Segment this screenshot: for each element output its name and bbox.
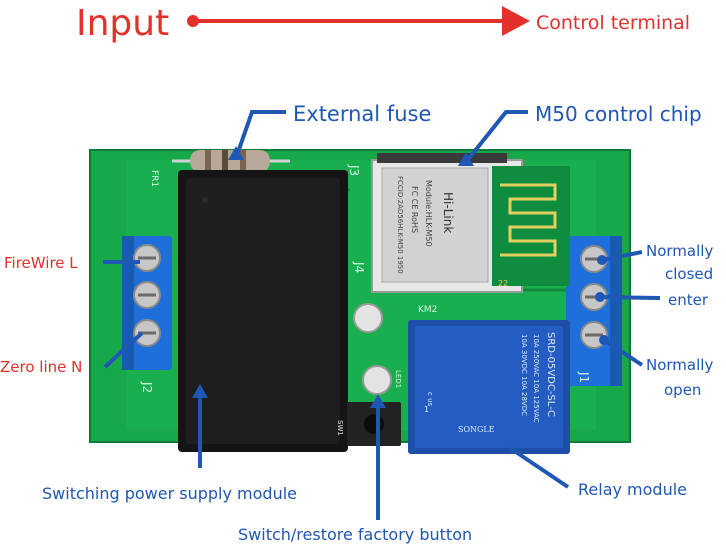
header-pins [377, 153, 507, 163]
j4-label: J4 [352, 261, 366, 273]
chip-pin-label: 22 [498, 279, 508, 288]
firewire-l-label: FireWire L [4, 254, 78, 272]
chip-brand: Hi-Link [441, 192, 455, 233]
relay-pin-a: 1 [424, 405, 429, 414]
zero-line-n-label: Zero line N [0, 358, 82, 376]
normally-open-label-1: Normally [646, 356, 713, 374]
callout-heads [192, 146, 609, 408]
input-terminal-block [122, 236, 172, 370]
chip-text-1: FCCID:2AD56HLK-M50 1950 [396, 176, 404, 274]
relay-cert: c us [426, 392, 434, 407]
normally-closed-label-2: closed [665, 265, 713, 283]
relay-module-label: Relay module [578, 480, 687, 499]
callout-lines [103, 110, 661, 520]
normally-open-label-2: open [664, 381, 701, 399]
input-title: Input [76, 3, 170, 44]
external-fuse-label: External fuse [293, 102, 431, 126]
j3-label: J3 [347, 164, 361, 176]
factory-button [347, 402, 401, 446]
sw1-label: SW1 [336, 420, 344, 436]
factory-button-label: Switch/restore factory button [238, 525, 472, 544]
output-terminal-block [566, 236, 622, 386]
led-indicators [353, 303, 392, 395]
relay-module [408, 320, 570, 454]
m50-chip [371, 159, 570, 293]
fuse-component [172, 150, 290, 172]
led1-label: LED1 [394, 370, 402, 388]
power-supply-module [178, 170, 348, 452]
fr1-label: FR1 [149, 170, 159, 187]
km2-label: KM2 [418, 305, 437, 315]
enter-label: enter [668, 291, 709, 309]
normally-closed-label-1: Normally [646, 242, 713, 260]
relay-brand: SONGLE [458, 425, 495, 434]
relay-rating-1: 10A 250VAC 10A 125VAC [532, 334, 540, 423]
switching-psu-label: Switching power supply module [42, 484, 297, 503]
relay-rating-2: 10A 30VDC 10A 28VDC [520, 334, 528, 416]
j2-label: J2 [140, 381, 154, 393]
j1-label: J1 [577, 371, 591, 383]
control-terminal-title: Control terminal [536, 12, 691, 34]
signal-flow-arrow [187, 6, 530, 36]
m50-chip-label: M50 control chip [535, 102, 702, 126]
chip-text-2: FC CE RoHS [410, 186, 419, 233]
relay-model: SRD-05VDC-SL-C [545, 332, 556, 417]
chip-text-3: Module:HLK-M50 [424, 180, 433, 247]
